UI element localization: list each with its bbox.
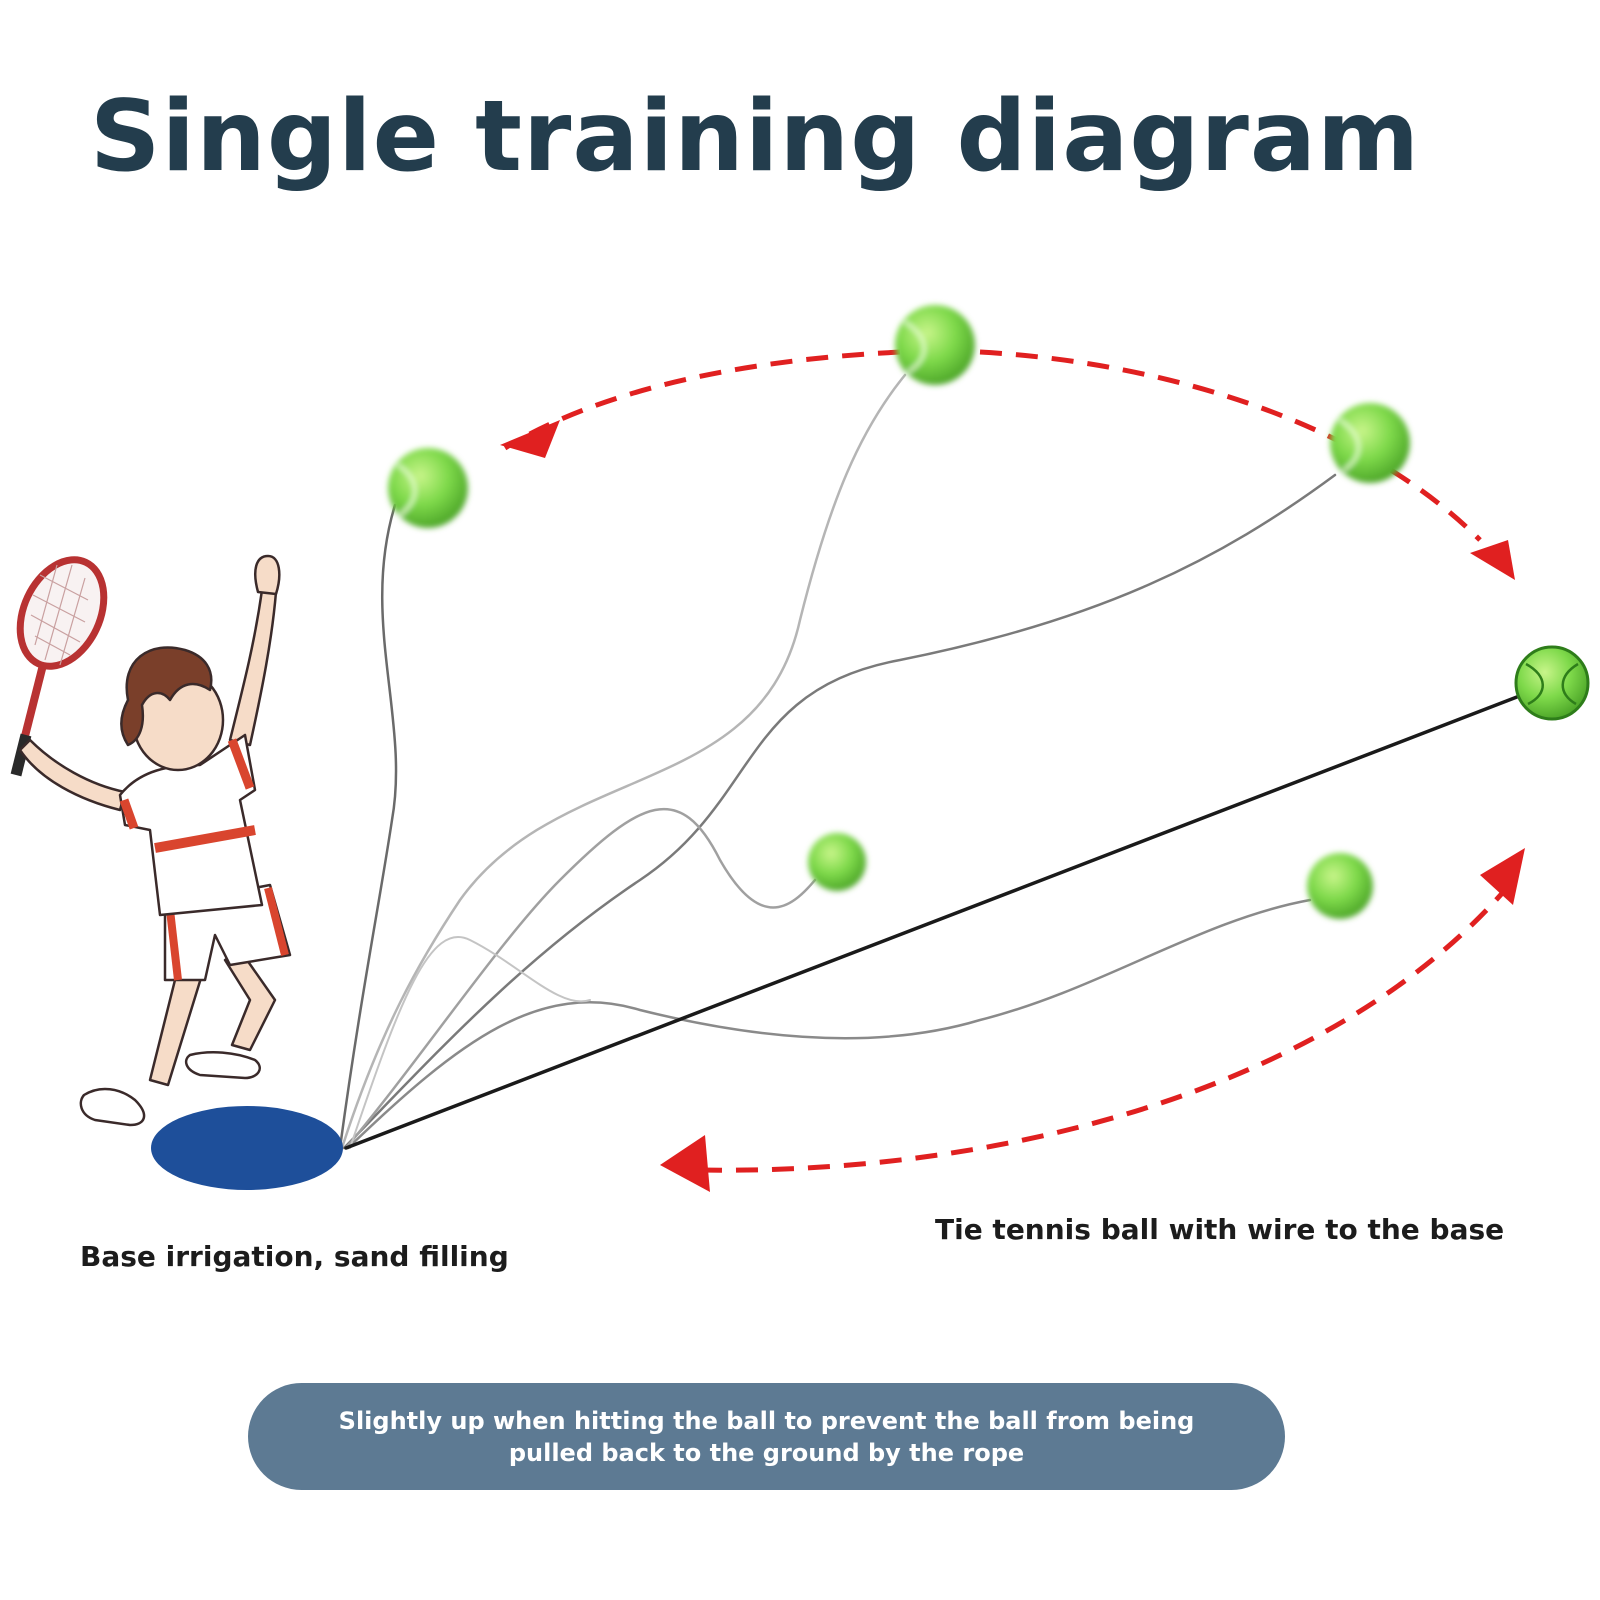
tennis-balls	[388, 305, 1590, 919]
rope-path	[340, 373, 907, 1150]
arrowhead-bottom-left	[660, 1135, 710, 1192]
arc-bottom	[699, 888, 1507, 1173]
arrowhead-top-left	[500, 420, 560, 458]
rope-path	[349, 936, 591, 1149]
base-label: Base irrigation, sand filling	[80, 1240, 509, 1273]
base-disc-icon	[151, 1106, 343, 1190]
diagram-title: Single training diagram	[89, 80, 1421, 194]
tennis-player-icon	[10, 554, 292, 1127]
rope-paths	[338, 373, 1532, 1150]
tennis-ball-icon	[1514, 645, 1590, 721]
wire-label: Tie tennis ball with wire to the base	[935, 1213, 1505, 1246]
rope-path	[346, 898, 1312, 1150]
rope-path	[342, 473, 1337, 1150]
tennis-racket-icon	[10, 556, 108, 777]
rope-path	[344, 807, 817, 1150]
tennis-ball-icon	[388, 448, 468, 528]
tennis-ball-icon	[1330, 403, 1410, 483]
tip-banner: Slightly up when hitting the ball to pre…	[248, 1383, 1285, 1490]
tip-text: Slightly up when hitting the ball to pre…	[338, 1406, 1195, 1467]
arc-top-right	[979, 349, 1482, 542]
arrowhead-bottom-right	[1480, 848, 1525, 905]
tennis-ball-icon	[808, 833, 866, 891]
wire-line	[344, 690, 1532, 1150]
tennis-ball-icon	[895, 305, 975, 385]
rope-path	[338, 503, 398, 1150]
arrowhead-top-right	[1470, 540, 1515, 580]
tennis-ball-icon	[1307, 853, 1373, 919]
arc-top-left	[503, 349, 901, 451]
arrow-heads	[500, 420, 1525, 1192]
